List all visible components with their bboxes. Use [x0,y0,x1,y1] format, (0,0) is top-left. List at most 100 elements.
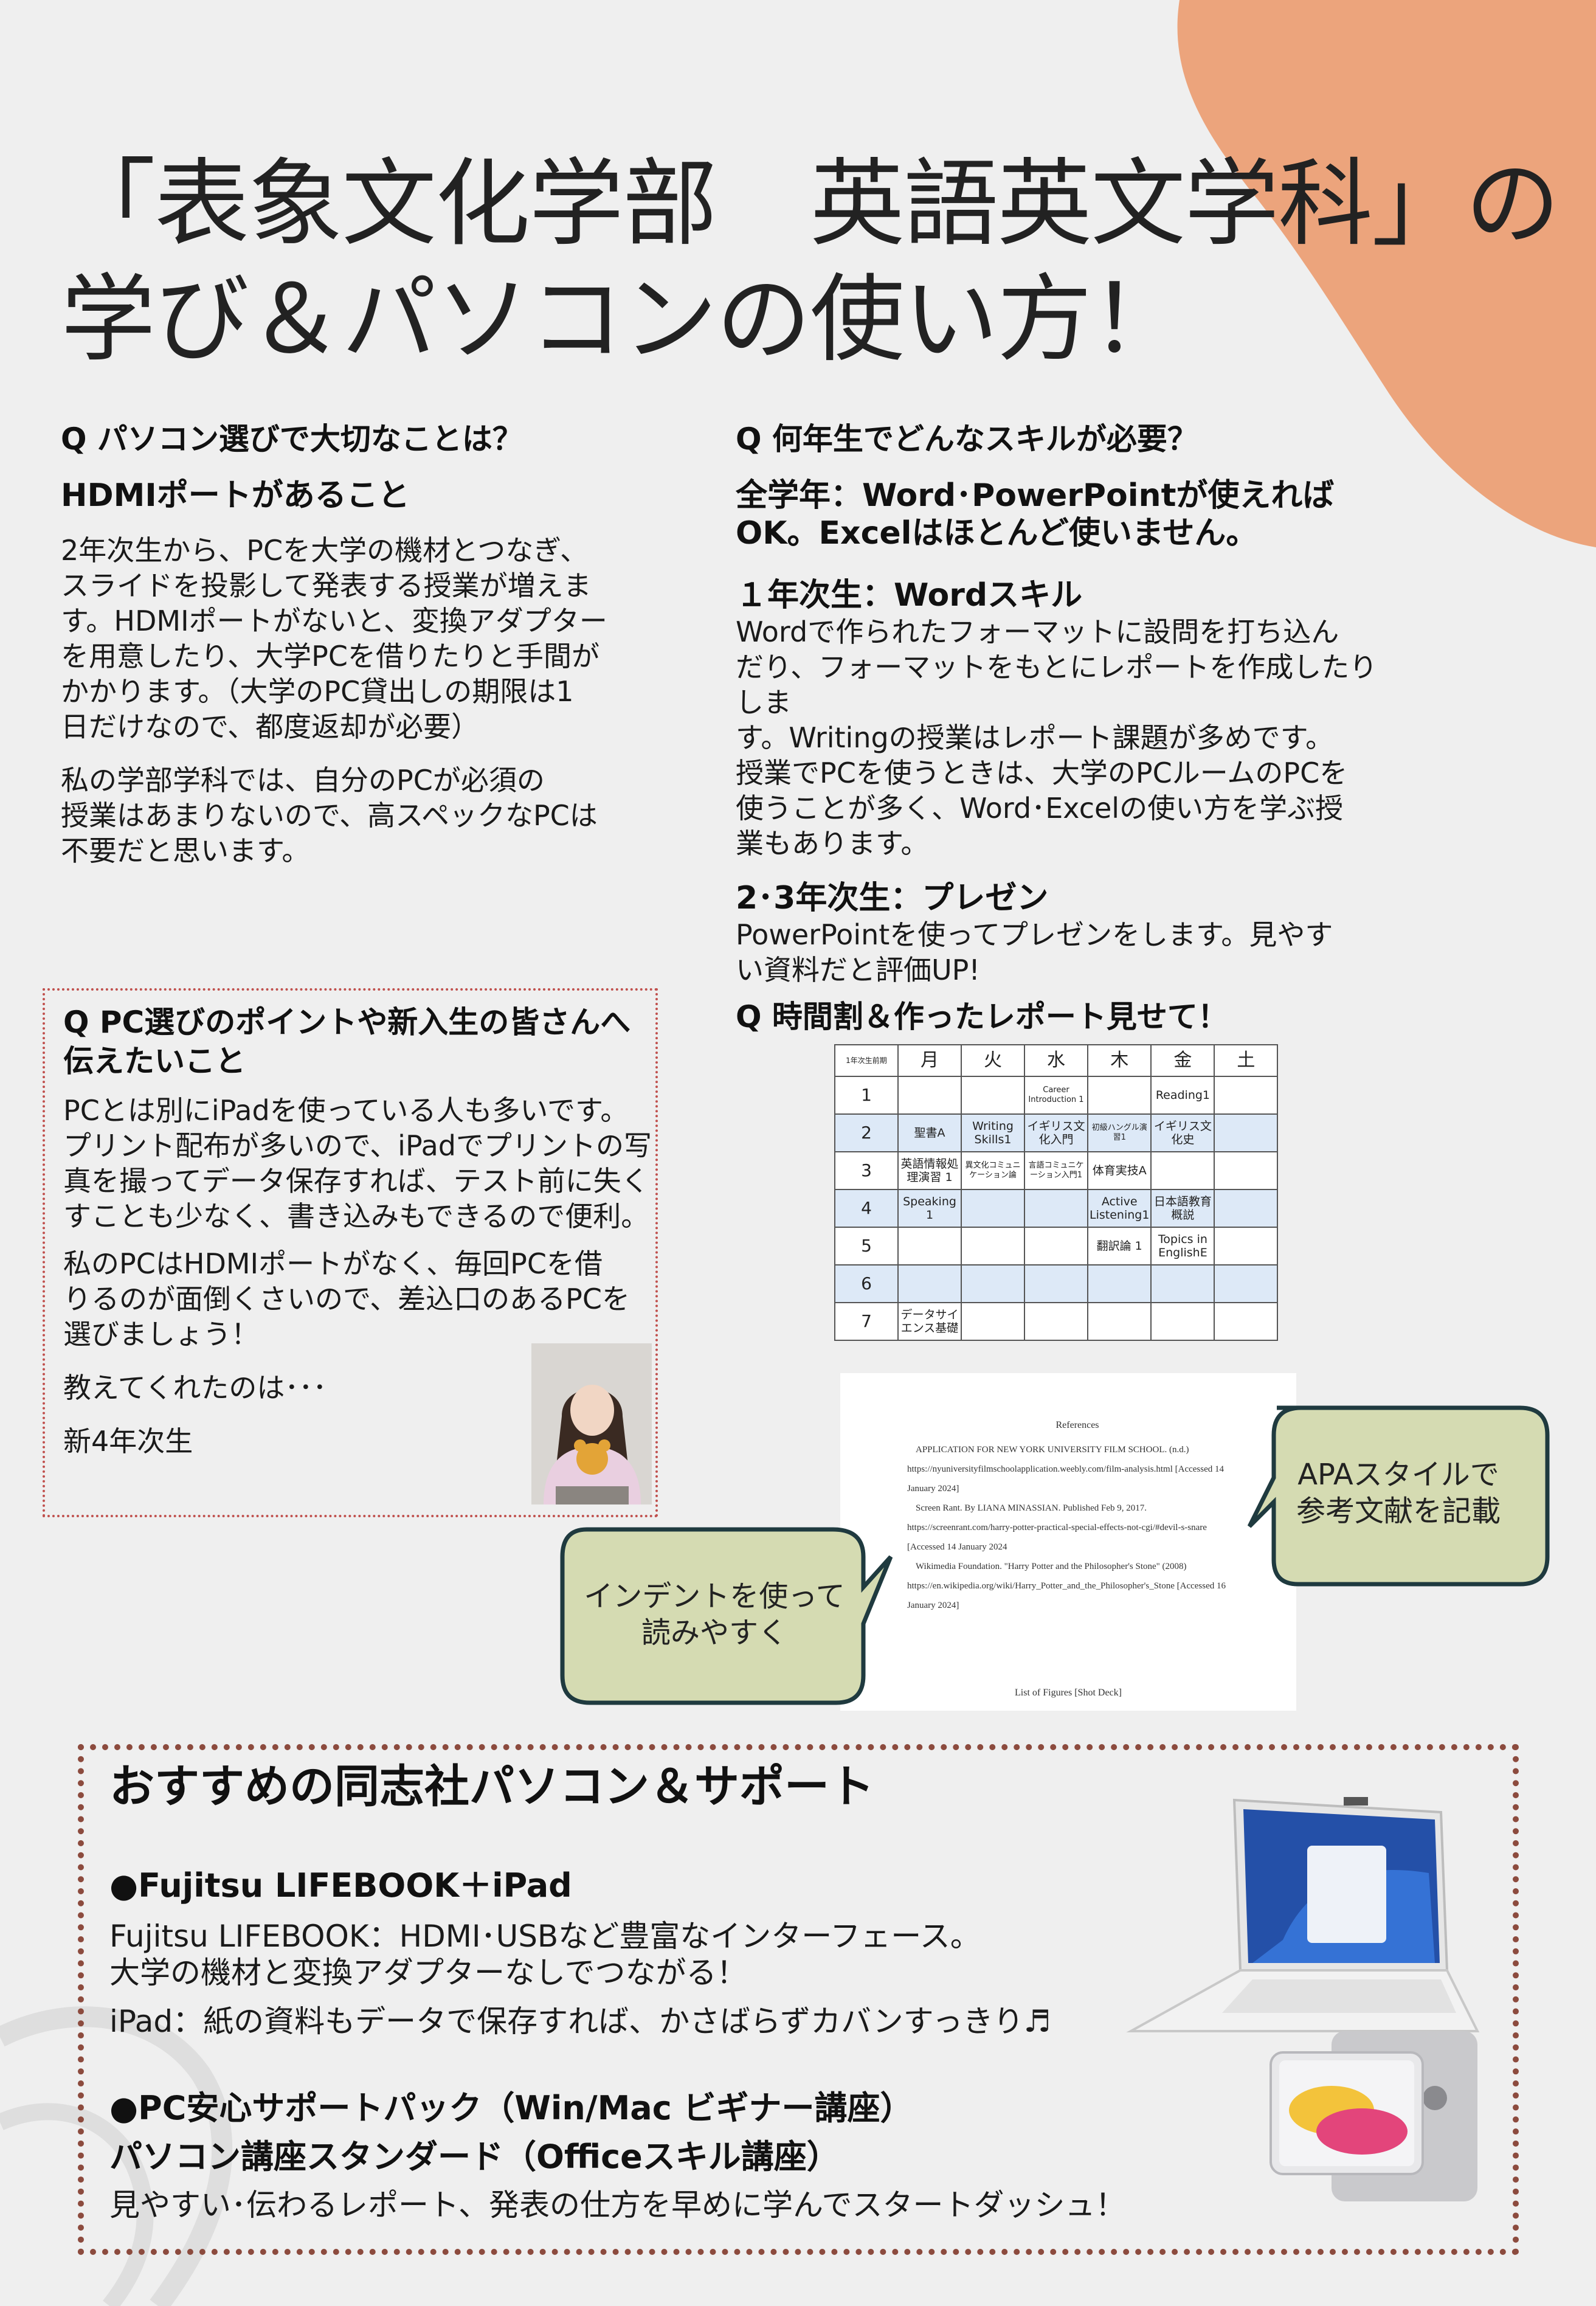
paragraph: 私の学部学科では、自分のPCが必須の 授業はあまりないので、高スペックなPCは … [61,763,626,868]
class-cell [1024,1189,1088,1228]
class-cell [1214,1076,1279,1115]
text-line: 伝えたいこと [63,1044,246,1079]
timetable: 1年次生前期 月 火 水 木 金 土 1 Career Introduction… [834,1044,1279,1341]
day-header: 金 [1150,1044,1215,1077]
class-cell: Career Introduction 1 [1024,1076,1088,1115]
text-line: 選びましょう！ [63,1318,259,1351]
advice-box: Q PC選びのポイントや新入生の皆さんへ 伝えたいこと PCとは別にiPadを使… [43,988,658,1517]
class-cell: 英語情報処理演習 1 [897,1151,962,1190]
paragraph: 私のPCはHDMIポートがなく、毎回PCを借 りるのが面倒くさいので、差込口のあ… [63,1246,655,1352]
paragraph: PCとは別にiPadを使っている人も多いです。 プリント配布が多いので、iPad… [63,1093,655,1234]
class-cell: Active Listening1 [1086,1189,1152,1228]
text-line: PCとは別にiPadを使っている人も多いです。 [63,1094,629,1127]
class-cell: イギリス文化史 [1150,1113,1215,1152]
paragraph: Wordで作られたフォーマットに設問を打ち込ん だり、フォーマットをもとにレポー… [736,614,1398,861]
paragraph: 2年次生から、PCを大学の機材とつなぎ、 スライドを投影して発表する授業が増えま… [61,533,626,744]
support-heading: ●PC安心サポートパック（Win/Mac ビギナー講座） [109,2089,913,2127]
text-line: インデントを使って [584,1579,845,1613]
reference-line: Wikimedia Foundation. "Harry Potter and … [916,1562,1187,1571]
ipad-image [1270,2031,1477,2201]
recommendation-box: おすすめの同志社パソコン＆サポート ●Fujitsu LIFEBOOK＋iPad… [78,1744,1519,2255]
question-heading: Q パソコン選びで大切なことは？ [61,421,523,457]
support-text: 見やすい･伝わるレポート、発表の仕方を早めに学んでスタートダッシュ！ [109,2187,1126,2223]
title-line-1: 「表象文化学部 英語英文学科」の [61,148,1560,259]
text-line: 読みやすく [641,1616,787,1650]
title-line-2: 学び＆パソコンの使い方！ [61,264,1186,375]
answer-heading: HDMIポートがあること [61,477,410,514]
product-line: Fujitsu LIFEBOOK：HDMI･USBなど豊富なインターフェース。 [109,1919,981,1954]
text-line: すことも少なく、書き込みもできるので便利。 [63,1200,649,1233]
text-line: APAスタイルで [1297,1458,1499,1492]
student-photo [531,1343,652,1504]
text-line: す。HDMIポートがないと、変換アダプター [61,604,607,637]
class-cell [1214,1113,1279,1152]
class-cell [897,1227,962,1266]
question-heading: Q 何年生でどんなスキルが必要？ [736,421,1198,457]
text-line: い資料だと評価UP! [736,954,980,986]
bubble-indent-text: インデントを使って 読みやすく [562,1578,866,1651]
text-line: PowerPointを使ってプレゼンをします。見やす [736,918,1333,951]
class-cell: Speaking 1 [897,1189,962,1228]
speech-bubble-indent [560,1527,893,1705]
day-header: 土 [1214,1044,1279,1077]
table-row: 6 [834,1264,1279,1303]
day-header: 月 [897,1044,962,1077]
text-line: 業もあります。 [736,827,929,860]
class-cell: Writing Skills1 [961,1113,1025,1152]
class-cell [1086,1076,1152,1115]
text-line: 使うことが多く、Word･Excelの使い方を学ぶ授 [736,792,1344,825]
text-line: OK。Excelはほとんど使いません。 [736,515,1258,552]
class-cell [1214,1302,1279,1341]
text-line: を用意したり、大学PCを借りたりと手間が [61,640,600,673]
table-row: 2 聖書A Writing Skills1 イギリス文化入門 初級ハングル演習1… [834,1113,1279,1152]
table-row: 5 翻訳論 1 Topics in EnglishE [834,1227,1279,1266]
text-line: プリント配布が多いので、iPadでプリントの写 [63,1129,652,1162]
support-heading: パソコン講座スタンダード（Officeスキル講座） [109,2138,840,2176]
class-cell [961,1076,1025,1115]
period-cell: 3 [834,1151,899,1190]
class-cell: 体育実技A [1086,1151,1152,1190]
class-cell [1086,1264,1152,1303]
class-cell [1214,1227,1279,1266]
class-cell [1214,1189,1279,1228]
decorative-swirl [0,2006,233,2306]
text-line: 授業でPCを使うときは、大学のPCルームのPCを [736,757,1348,789]
product-heading: ●Fujitsu LIFEBOOK＋iPad [109,1866,572,1905]
day-header: 水 [1024,1044,1088,1077]
class-cell: 言語コミュニケーション入門1 [1024,1151,1088,1190]
product-line: iPad：紙の資料もデータで保存すれば、かさばらずカバンすっきり♬ [109,2004,1051,2039]
class-cell [1024,1302,1088,1341]
class-cell [961,1302,1025,1341]
class-cell [1086,1302,1152,1341]
student-label: 新4年次生 [63,1425,193,1458]
report-heading: References [1055,1420,1099,1430]
text-line: りるのが面倒くさいので、差込口のあるPCを [63,1283,630,1315]
period-cell: 6 [834,1264,899,1303]
period-cell: 4 [834,1189,899,1228]
recommendation-title: おすすめの同志社パソコン＆サポート [109,1761,874,1813]
period-cell: 1 [834,1076,899,1115]
reference-line: https://nyuniversityfilmschoolapplicatio… [907,1464,1225,1474]
report-sample: References APPLICATION FOR NEW YORK UNIV… [840,1373,1296,1711]
report-footer: List of Figures [Shot Deck] [1015,1688,1122,1698]
reference-line: Screen Rant. By LIANA MINASSIAN. Publish… [916,1503,1147,1513]
section-timetable: Q 時間割＆作ったレポート見せて！ [736,997,1404,1036]
text-line: 私の学部学科では、自分のPCが必須の [61,764,545,797]
class-cell [1024,1227,1088,1266]
class-cell: 異文化コミュニケーション論 [961,1151,1025,1190]
table-row: 1 Career Introduction 1 Reading1 [834,1076,1279,1115]
text-line: 日だけなので、都度返却が必要） [61,710,480,743]
class-cell [1150,1302,1215,1341]
summary: 全学年：Word･PowerPointが使えれば OK。Excelはほとんど使い… [736,477,1398,552]
text-line: 参考文献を記載 [1296,1494,1501,1528]
period-cell: 2 [834,1113,899,1152]
text-line: Q PC選びのポイントや新入生の皆さんへ [63,1005,631,1040]
class-cell [961,1264,1025,1303]
paragraph: PowerPointを使ってプレゼンをします。見やす い資料だと評価UP! [736,917,1398,988]
decorative-orange-blob [1177,0,1596,547]
class-cell [897,1076,962,1115]
section-skills: Q 何年生でどんなスキルが必要？ 全学年：Word･PowerPointが使えれ… [736,420,1398,988]
reference-line: https://en.wikipedia.org/wiki/Harry_Pott… [907,1581,1226,1591]
year23-heading: 2･3年次生：プレゼン [736,880,1049,916]
day-header: 木 [1086,1044,1152,1077]
